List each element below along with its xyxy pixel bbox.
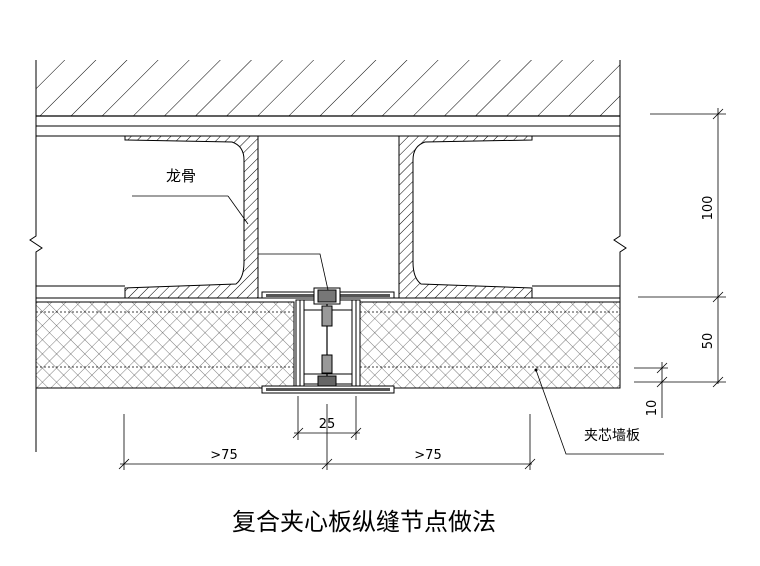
dim-50-label: 50 bbox=[701, 333, 716, 350]
keel-label: 龙骨 bbox=[166, 167, 196, 185]
dim-right-75-label: >75 bbox=[414, 448, 441, 463]
concrete-slab bbox=[36, 60, 620, 137]
joint-connector bbox=[261, 287, 395, 394]
drawing-title: 复合夹心板纵缝节点做法 bbox=[232, 508, 496, 536]
panel-label: 夹芯墙板 bbox=[584, 428, 640, 444]
dim-100-label: 100 bbox=[701, 196, 716, 221]
dim-25-label: 25 bbox=[319, 417, 336, 432]
panel-callout: 夹芯墙板 bbox=[534, 368, 664, 455]
dim-left-75-label: >75 bbox=[210, 448, 237, 463]
right-dimension-chain bbox=[634, 108, 726, 418]
right-keel-channel bbox=[398, 135, 533, 299]
sandwich-panel-left bbox=[35, 301, 295, 389]
left-break-line bbox=[29, 60, 43, 452]
bottom-dimension-chain bbox=[118, 396, 536, 470]
left-keel-channel bbox=[124, 135, 259, 299]
sandwich-panel-right bbox=[359, 301, 621, 389]
dim-10-label: 10 bbox=[645, 400, 660, 417]
keel-callout: 龙骨 bbox=[132, 167, 249, 225]
right-break-line bbox=[613, 60, 627, 386]
connector-leader bbox=[258, 253, 329, 291]
